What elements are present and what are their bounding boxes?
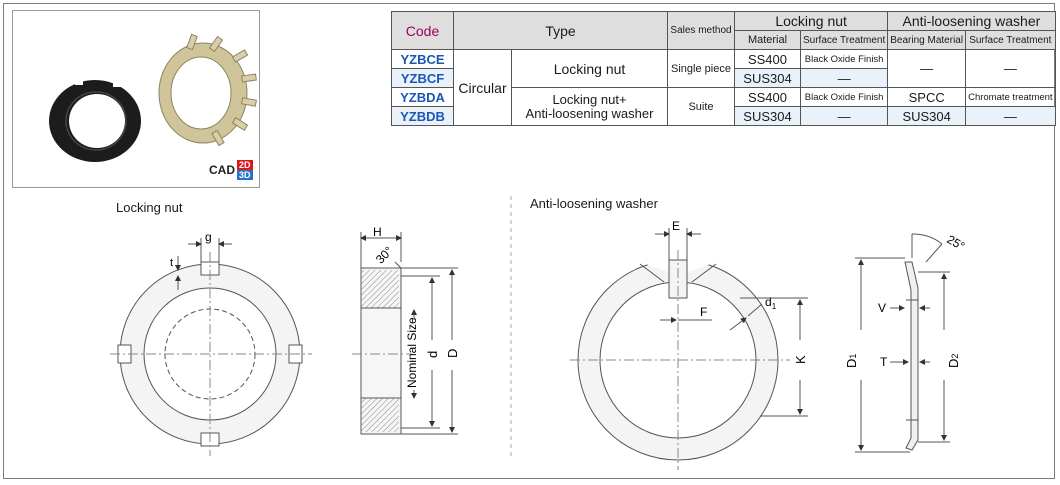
washer-photo xyxy=(158,33,257,147)
washer-title: Anti-loosening washer xyxy=(530,196,658,211)
dim-H: H xyxy=(373,225,382,239)
dim-F: F xyxy=(700,305,707,319)
header-bearing-material: Bearing Material xyxy=(887,30,967,50)
header-sales-method: Sales method xyxy=(667,11,735,50)
cad-badge: CAD 2D 3D xyxy=(209,159,257,181)
dim-t: t xyxy=(170,257,173,269)
table-row: YZBDB SUS304 — SUS304 — xyxy=(391,106,1056,126)
product-photo: CAD 2D 3D xyxy=(12,10,260,188)
dim-g: g xyxy=(205,230,212,244)
dim-angle25: 25° xyxy=(944,232,967,253)
dim-E: E xyxy=(672,219,680,233)
dim-angle30: 30° xyxy=(373,244,396,267)
cad-label: CAD xyxy=(209,163,235,177)
header-code: Code xyxy=(391,11,454,50)
row-bearing: — xyxy=(887,49,967,88)
dim-d1: d1 xyxy=(765,295,777,311)
row-code: YZBDA xyxy=(391,87,454,107)
locking-nut-front-view xyxy=(110,238,312,456)
page-frame xyxy=(3,3,1055,479)
dim-d: d xyxy=(425,351,440,358)
row-washer-surface: — xyxy=(965,106,1056,126)
row-surface: — xyxy=(799,106,889,126)
spec-table: Code Type Sales method Locking nut Anti-… xyxy=(391,11,1056,126)
cad-3d-label: 3D xyxy=(237,170,253,180)
header-material: Material xyxy=(734,30,801,50)
dim-K: K xyxy=(793,355,808,364)
dim-nominal-size: Nominal Size xyxy=(405,317,419,388)
row-bearing: SUS304 xyxy=(887,106,967,126)
product-photo-illustration xyxy=(49,33,257,162)
row-material: SUS304 xyxy=(734,68,801,88)
row-material: SUS304 xyxy=(734,106,801,126)
header-locking-nut: Locking nut xyxy=(733,11,889,31)
dim-T: T xyxy=(880,355,888,369)
type-combo-line1: Locking nut+ xyxy=(552,91,627,107)
dim-D: D xyxy=(445,349,460,358)
cad-2d-label: 2D xyxy=(237,160,253,170)
dim-V: V xyxy=(878,301,886,315)
table-row: YZBCF SUS304 — xyxy=(391,68,1056,88)
row-material: SS400 xyxy=(734,49,801,69)
washer-side-view xyxy=(855,233,950,453)
locking-nut-title: Locking nut xyxy=(116,200,183,215)
row-code: YZBCE xyxy=(391,49,454,69)
dim-D1: D1 xyxy=(844,354,859,368)
washer-front-view xyxy=(570,228,808,470)
dim-D2: D2 xyxy=(946,354,961,368)
row-washer-surface: — xyxy=(965,49,1056,88)
header-surface-treatment: Surface Treatment xyxy=(799,30,889,50)
table-row: YZBDA Locking nut+ Anti-loosening washer… xyxy=(391,87,1056,126)
type-combo: Locking nut+ Anti-loosening washer xyxy=(511,87,668,126)
sales-suite: Suite xyxy=(667,87,735,126)
type-shape: Circular xyxy=(453,49,512,126)
row-code: YZBDB xyxy=(391,106,454,126)
type-combo-line2: Anti-loosening washer xyxy=(525,105,654,121)
locking-nut-side-view xyxy=(352,232,458,435)
